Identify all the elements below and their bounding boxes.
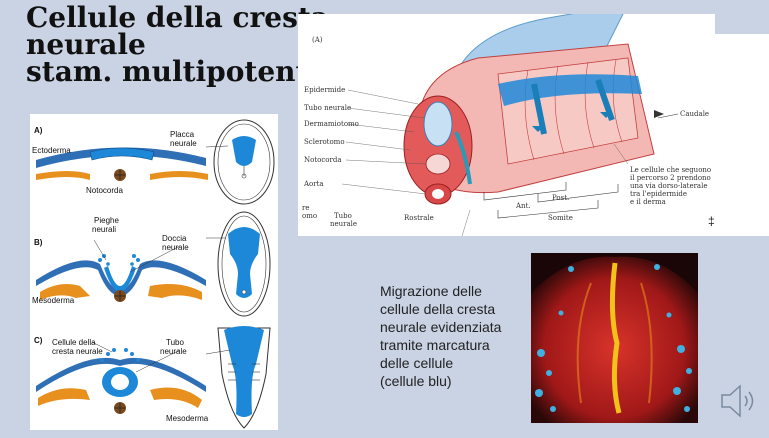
label-dermamiotomo: Dermamiotomo [304,120,359,128]
label-doccia-neurale-2: neurale [162,243,189,252]
label-pieghe-neurali-2: neurali [92,225,117,234]
neural-crest-migration-figure: (A) Epidermide Tubo neurale Dermamiotomo… [298,14,715,236]
note-line: e il derma [630,198,666,206]
caption-line: delle cellule [380,355,454,371]
caption-line: cellule della cresta [380,301,496,317]
label-rostrale: Rostrale [404,214,434,222]
label-tubo-neurale-bottom-2: neurale [330,220,358,228]
note-line: una via dorso-laterale [630,182,708,190]
micrograph-drawing [531,253,698,423]
fluorescence-micrograph [531,253,698,423]
note-line: il percorso 2 prendono [630,174,711,182]
slide-title: Cellule della cresta neurale stam. multi… [26,1,329,88]
label-pieghe-neurali-1: Pieghe [94,216,119,225]
caption-line: neurale evidenziata [380,319,502,335]
label-caudale: Caudale [680,110,710,118]
label-cellule-cresta-2: cresta neurale [52,347,103,356]
label-notocorda: Notocorda [304,156,342,164]
caption-line: (cellule blu) [380,373,452,389]
label-cellule-cresta-1: Cellule della [52,338,96,347]
label-somite: Somite [548,214,573,222]
label-ant: Ant. [516,202,531,210]
label-notocorda: Notocorda [86,186,123,195]
label-cut-1: re [302,204,310,212]
caption-line: tramite marcatura [380,337,490,353]
slide-title-line: stam. multipotenti [26,55,320,88]
label-cut-2: omo [302,212,318,220]
label-tubo-neurale-2: neurale [160,347,187,356]
migration-drawing [341,14,679,236]
footnote-symbol: ‡ [708,214,715,228]
image-caption: Migrazione delle cellule della cresta ne… [380,282,520,390]
slide-title-line: Cellule della cresta [26,1,329,34]
panel-b-tag: B) [34,238,43,247]
label-mesoderma-b: Mesoderma [32,296,75,305]
label-doccia-neurale-1: Doccia [162,234,187,243]
panel-a-tag: A) [34,126,43,135]
figure-tag: (A) [312,36,323,44]
panel-c-tag: C) [34,336,43,345]
label-post: Post. [552,194,570,202]
label-placca-neurale-1: Placca [170,130,195,139]
label-epidermide: Epidermide [304,86,346,94]
audio-button[interactable] [718,381,762,421]
note-line: tra l'epidermide [630,190,688,198]
note-line: Le cellule che seguono [630,166,712,174]
label-ectoderma: Ectoderma [32,146,71,155]
label-placca-neurale-2: neurale [170,139,197,148]
label-mesoderma-c: Mesoderma [166,414,209,423]
label-tubo-neurale: Tubo neurale [304,104,352,112]
neurulation-figure: A) Placca neurale Ectoderma Notocorda B)… [30,114,278,430]
speaker-icon [721,384,754,418]
figure-edge [715,34,769,236]
neurulation-drawing [36,119,275,429]
label-aorta: Aorta [304,180,324,188]
label-tubo-neurale-bottom-1: Tubo [334,212,352,220]
slide-title-line: neurale [26,28,146,61]
caption-line: Migrazione delle [380,283,482,299]
label-tubo-neurale-1: Tubo [166,338,184,347]
label-sclerotomo: Sclerotomo [304,138,345,146]
